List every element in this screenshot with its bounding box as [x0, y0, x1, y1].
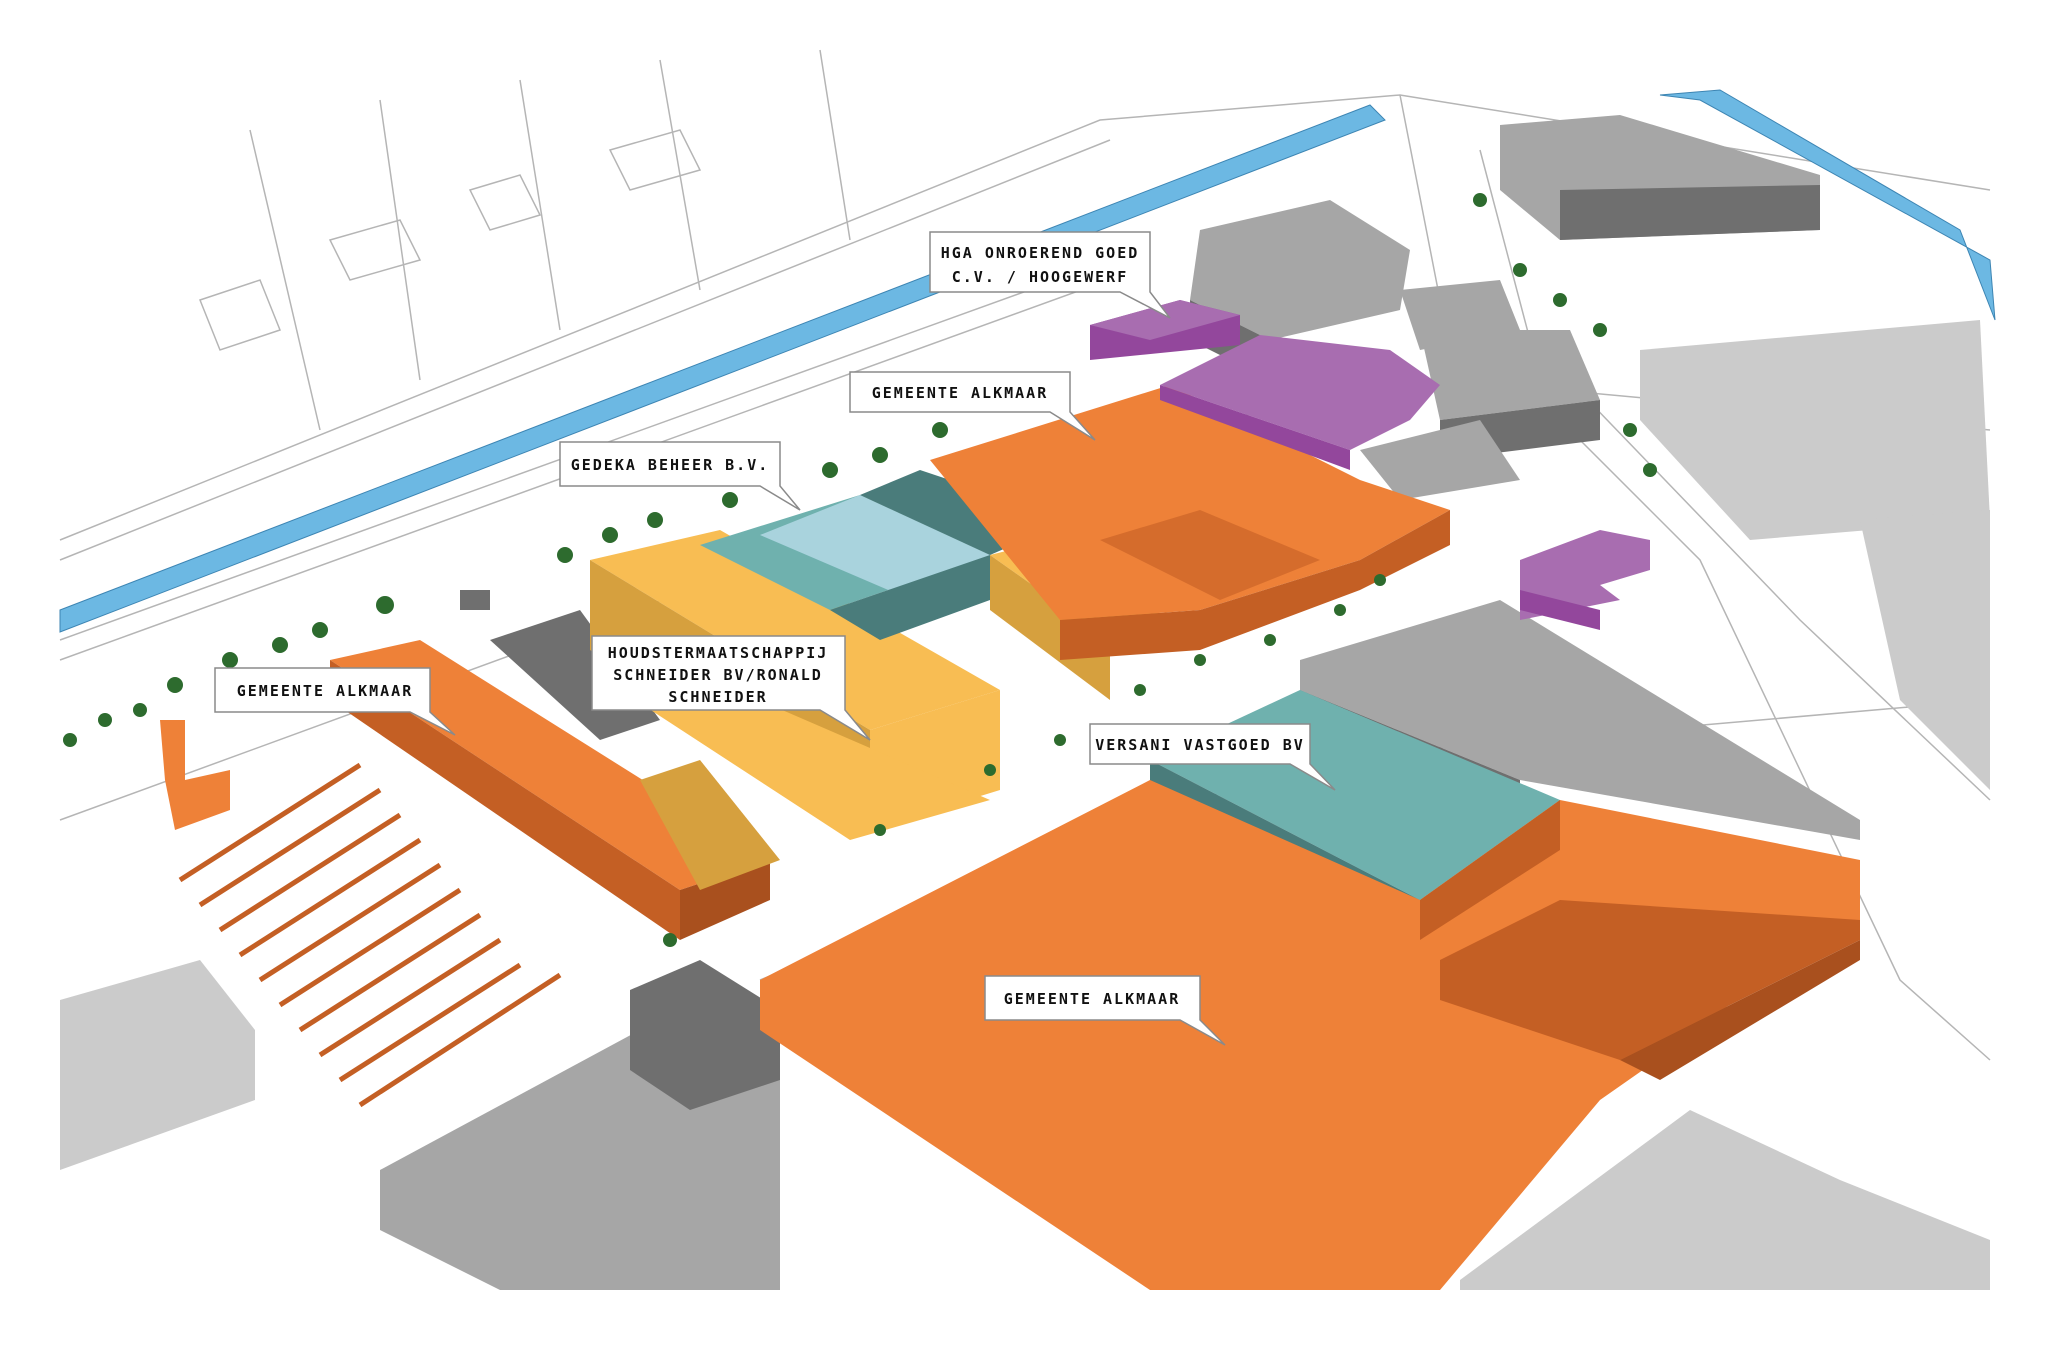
tree-icon — [1374, 574, 1386, 586]
tree-icon — [63, 733, 77, 747]
tree-icon — [1643, 463, 1657, 477]
callout-alkmaar-south: GEMEENTE ALKMAAR — [984, 975, 1226, 1046]
callout-versani-label: VERSANI VASTGOED BV — [1095, 736, 1305, 754]
tree-icon — [1513, 263, 1527, 277]
tree-icon — [167, 677, 183, 693]
tree-icon — [1473, 193, 1487, 207]
trees — [63, 193, 1657, 947]
callout-schneider-line2: SCHNEIDER BV/RONALD — [613, 666, 823, 684]
tree-icon — [1593, 323, 1607, 337]
parcel-alkmaar-south — [760, 780, 1860, 1290]
tree-icon — [133, 703, 147, 717]
tree-icon — [932, 422, 948, 438]
tree-icon — [647, 512, 663, 528]
tree-icon — [822, 462, 838, 478]
tree-icon — [722, 492, 738, 508]
callout-schneider-line1: HOUDSTERMAATSCHAPPIJ — [608, 644, 829, 662]
callout-schneider-line3: SCHNEIDER — [668, 688, 767, 706]
parcel-alkmaar-west — [160, 640, 770, 1108]
callout-alkmaar-north-label: GEMEENTE ALKMAAR — [872, 384, 1049, 402]
tree-icon — [1623, 423, 1637, 437]
callout-alkmaar-west: GEMEENTE ALKMAAR — [214, 667, 456, 736]
tree-icon — [1553, 293, 1567, 307]
tree-icon — [874, 824, 886, 836]
callout-gedeka: GEDEKA BEHEER B.V. — [559, 441, 801, 511]
tree-icon — [376, 596, 394, 614]
parcel-alkmaar-north — [930, 385, 1450, 660]
callout-alkmaar-north: GEMEENTE ALKMAAR — [849, 371, 1096, 441]
tree-icon — [312, 622, 328, 638]
tree-icon — [602, 527, 618, 543]
tree-icon — [222, 652, 238, 668]
tree-icon — [1054, 734, 1066, 746]
tree-icon — [557, 547, 573, 563]
callout-hga-line1: HGA ONROEREND GOED — [941, 244, 1140, 262]
callout-alkmaar-west-label: GEMEENTE ALKMAAR — [237, 682, 414, 700]
tree-icon — [663, 933, 677, 947]
tree-icon — [1134, 684, 1146, 696]
callout-schneider: HOUDSTERMAATSCHAPPIJ SCHNEIDER BV/RONALD… — [591, 635, 871, 741]
tree-icon — [1264, 634, 1276, 646]
tree-icon — [272, 637, 288, 653]
tree-icon — [1334, 604, 1346, 616]
callout-alkmaar-south-label: GEMEENTE ALKMAAR — [1004, 990, 1181, 1008]
callout-gedeka-label: GEDEKA BEHEER B.V. — [571, 456, 770, 474]
tree-icon — [872, 447, 888, 463]
callout-hga: HGA ONROEREND GOED C.V. / HOOGEWERF — [929, 231, 1171, 319]
callout-hga-line2: C.V. / HOOGEWERF — [952, 268, 1129, 286]
callout-versani: VERSANI VASTGOED BV — [1089, 723, 1336, 791]
tree-icon — [984, 764, 996, 776]
tree-icon — [1194, 654, 1206, 666]
tree-icon — [98, 713, 112, 727]
parcel-gedeka — [700, 470, 1070, 640]
parcel-hga — [1090, 300, 1650, 630]
